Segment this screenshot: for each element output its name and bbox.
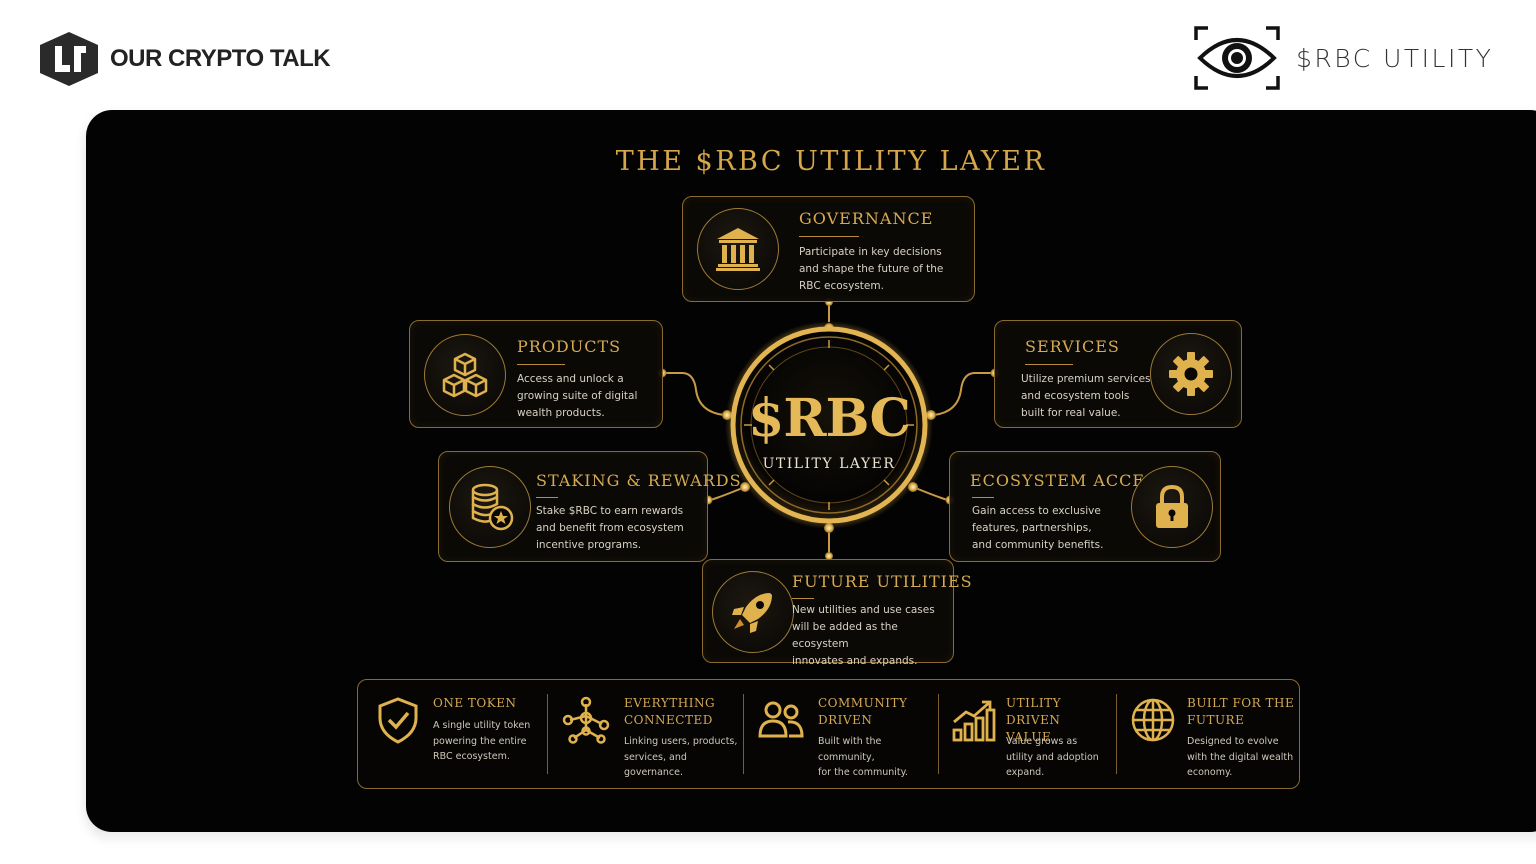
eye-scan-icon xyxy=(1194,26,1280,90)
gear-icon xyxy=(1169,352,1213,396)
node-description: Participate in key decisions and shape t… xyxy=(799,246,944,292)
feature-utility-driven-value[interactable]: UTILITY DRIVEN VALUE Value grows as util… xyxy=(939,680,1116,788)
cubes-icon xyxy=(442,352,488,398)
feature-description: Value grows as utility and adoption expa… xyxy=(1006,736,1099,778)
brand[interactable]: OUR CRYPTO TALK xyxy=(36,30,331,88)
diagram-title: THE $RBC UTILITY LAYER xyxy=(615,146,1047,177)
node-description: Access and unlock a growing suite of dig… xyxy=(517,373,638,419)
feature-description: A single utility token powering the enti… xyxy=(433,720,531,762)
connector-products xyxy=(662,372,725,416)
node-title: SERVICES xyxy=(1025,337,1120,356)
feature-separator xyxy=(938,694,939,774)
center-label: UTILITY LAYER xyxy=(762,456,896,472)
node-products[interactable]: PRODUCTS Access and unlock a growing sui… xyxy=(409,320,663,428)
divider xyxy=(972,497,994,498)
divider xyxy=(536,497,558,498)
feature-title: ONE TOKEN xyxy=(433,696,517,710)
divider xyxy=(792,598,814,599)
feature-separator xyxy=(1116,694,1117,774)
feature-bar: ONE TOKEN A single utility token powerin… xyxy=(357,679,1300,789)
connector-services xyxy=(933,372,995,416)
hexagon-bracket-logo-icon xyxy=(40,32,98,86)
feature-title: UTILITY DRIVEN VALUE xyxy=(1006,696,1061,744)
feature-community-driven[interactable]: COMMUNITY DRIVEN Built with the communit… xyxy=(744,680,938,788)
feature-one-token[interactable]: ONE TOKEN A single utility token powerin… xyxy=(358,680,548,788)
node-title: ECOSYSTEM ACCESS xyxy=(970,471,1169,490)
feature-separator xyxy=(743,694,744,774)
node-services[interactable]: SERVICES Utilize premium services and ec… xyxy=(994,320,1242,428)
node-title: STAKING & REWARDS xyxy=(536,471,742,490)
node-title: FUTURE UTILITIES xyxy=(792,572,973,591)
divider xyxy=(799,236,859,237)
rocket-icon xyxy=(732,593,772,633)
utility-brand[interactable]: $RBC UTILITY xyxy=(1192,24,1493,92)
community-users-icon xyxy=(758,701,804,738)
panel-shadow xyxy=(100,832,1536,846)
feature-description: Built with the community, for the commun… xyxy=(818,736,908,778)
node-title: GOVERNANCE xyxy=(799,209,934,228)
node-description: Utilize premium services and ecosystem t… xyxy=(1021,373,1151,419)
bank-building-icon xyxy=(716,228,760,271)
padlock-icon xyxy=(1156,484,1188,528)
node-staking-rewards[interactable]: STAKING & REWARDS Stake $RBC to earn rew… xyxy=(438,451,741,562)
node-description: Gain access to exclusive features, partn… xyxy=(972,505,1104,551)
feature-title: COMMUNITY DRIVEN xyxy=(818,696,908,727)
center-symbol: $RBC xyxy=(748,388,911,449)
divider xyxy=(1025,364,1073,365)
brand-name: OUR CRYPTO TALK xyxy=(110,45,331,72)
feature-description: Designed to evolve with the digital weal… xyxy=(1187,736,1294,778)
infographic-panel: THE $RBC UTILITY LAYER xyxy=(86,110,1536,832)
growth-chart-icon xyxy=(952,700,996,742)
node-description: New utilities and use cases will be adde… xyxy=(792,604,935,667)
coin-stack-star-icon xyxy=(471,483,514,531)
utility-name: $RBC UTILITY xyxy=(1296,43,1494,73)
feature-separator xyxy=(547,694,548,774)
globe-icon xyxy=(1131,698,1175,742)
divider xyxy=(517,364,565,365)
node-future-utilities[interactable]: FUTURE UTILITIES New utilities and use c… xyxy=(702,559,972,667)
center-token-emblem: $RBC UTILITY LAYER xyxy=(724,320,934,530)
network-nodes-icon xyxy=(562,696,610,744)
node-title: PRODUCTS xyxy=(517,337,622,356)
shield-check-icon xyxy=(378,697,418,744)
node-description: Stake $RBC to earn rewards and benefit f… xyxy=(536,505,684,551)
node-governance[interactable]: GOVERNANCE Participate in key decisions … xyxy=(682,196,975,302)
feature-everything-connected[interactable]: EVERYTHING CONNECTED Linking users, prod… xyxy=(548,680,743,788)
feature-title: EVERYTHING CONNECTED xyxy=(624,696,716,727)
feature-description: Linking users, products, services, and g… xyxy=(624,736,738,778)
gold-ring-icon xyxy=(725,321,933,529)
node-ecosystem-access[interactable]: ECOSYSTEM ACCESS Gain access to exclusiv… xyxy=(949,451,1221,562)
feature-built-for-the-future[interactable]: BUILT FOR THE FUTURE Designed to evolve … xyxy=(1117,680,1299,788)
feature-title: BUILT FOR THE FUTURE xyxy=(1187,696,1295,727)
